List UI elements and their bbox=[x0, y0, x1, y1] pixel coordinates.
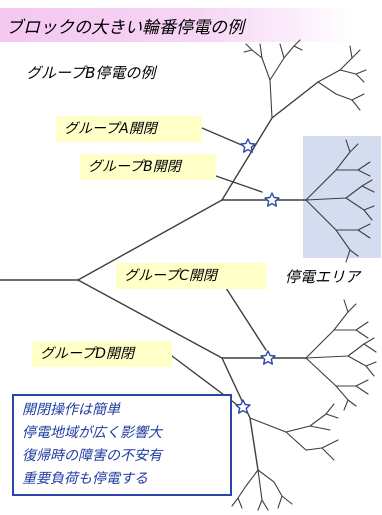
diagram-subtitle: グループB停電の例 bbox=[26, 64, 156, 82]
callout-arrow-a bbox=[201, 127, 245, 147]
note-line: 開閉操作は簡単 bbox=[22, 402, 120, 418]
note-line: 停電地域が広く影響大 bbox=[22, 425, 162, 441]
upper-main-branch bbox=[77, 199, 223, 281]
title-band bbox=[0, 8, 350, 42]
callout-arrow-c bbox=[225, 287, 267, 351]
switch-star-c bbox=[260, 350, 276, 365]
switch-label-c: グループC開閉 bbox=[116, 263, 266, 289]
switch-star-d bbox=[235, 399, 251, 414]
tree-cluster-outage bbox=[305, 139, 375, 263]
notes-box: 開閉操作は簡単 停電地域が広く影響大 復帰時の障害の不安有 重要負荷も停電する bbox=[12, 394, 232, 496]
outage-area-label: 停電エリア bbox=[285, 268, 361, 286]
switch-star-a bbox=[240, 138, 256, 153]
tree-cluster-d bbox=[231, 403, 339, 511]
note-line: 復帰時の障害の不安有 bbox=[22, 448, 162, 464]
callout-arrow-b bbox=[215, 175, 263, 193]
switch-label-a: グループA開閉 bbox=[56, 116, 202, 142]
switch-label-b: グループB開閉 bbox=[80, 154, 216, 180]
lower-main-branch bbox=[77, 279, 223, 359]
switch-star-b bbox=[264, 192, 280, 207]
feeder-line-a bbox=[221, 81, 319, 201]
switch-label-d: グループD開閉 bbox=[32, 341, 172, 367]
tree-cluster-top bbox=[243, 39, 367, 119]
page-title: ブロックの大きい輪番停電の例 bbox=[6, 18, 244, 38]
tree-cluster-c bbox=[305, 299, 377, 411]
note-line: 重要負荷も停電する bbox=[22, 471, 148, 487]
